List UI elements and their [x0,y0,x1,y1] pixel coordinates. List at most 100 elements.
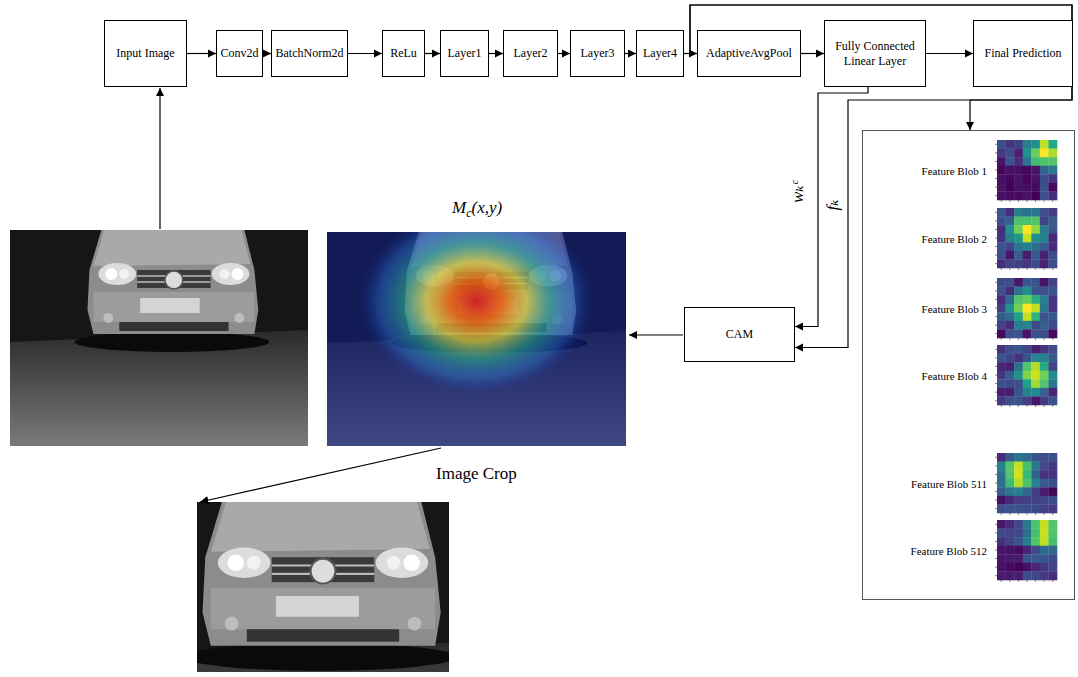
heatmap-cell [997,304,1006,313]
heatmap-ticks [995,457,997,508]
heatmap-cell [1006,388,1015,397]
heatmap-cell [997,571,1006,580]
heatmap-ticks [995,349,997,400]
heatmap-cell [1023,546,1032,555]
axis-tick [995,392,997,393]
box-label: Input Image [116,46,174,60]
heatmap-ticks [1001,268,1052,270]
heatmap-cell [1048,470,1057,479]
heatmap-cell [1031,157,1040,166]
heatmap-cell [1040,453,1049,462]
heatmap-cell [997,191,1006,200]
heatmap-grid [997,453,1057,513]
axis-tick [1001,268,1002,270]
axis-tick [995,349,997,350]
axis-tick [995,532,997,533]
heatmap-ticks [995,524,997,575]
axis-tick [995,483,997,484]
process-box: Layer2 [503,30,558,77]
heatmap-cell [997,362,1006,371]
heatmap-cell [997,278,1006,287]
axis-tick [1018,338,1019,340]
connector-arrow [684,5,1072,348]
heatmap-cell [1048,462,1057,471]
box-label: Layer2 [514,46,548,60]
heatmap-cell [1023,312,1032,321]
heatmap-cell [1031,388,1040,397]
heatmap-cell [1014,529,1023,538]
axis-tick [995,290,997,291]
process-box: ReLu [382,30,425,77]
heatmap-cell [1014,504,1023,513]
axis-tick [995,263,997,264]
heatmap-cell [1040,251,1049,260]
heatmap-cell [1031,379,1040,388]
heatmap-cell [1048,251,1057,260]
axis-tick [1052,513,1053,515]
heatmap-cell [1023,149,1032,158]
axis-tick [995,187,997,188]
heatmap-cell [1031,287,1040,296]
heatmap-cell [1014,157,1023,166]
axis-tick [995,457,997,458]
axis-tick [995,575,997,576]
axis-tick [1027,405,1028,407]
axis-tick [1035,200,1036,202]
heatmap-cell [1023,520,1032,529]
axis-tick [1001,580,1002,582]
connector-arrow [187,53,216,54]
heatmap-cell [1031,304,1040,313]
heatmap-cell [997,563,1006,572]
heatmap-cell [997,242,1006,251]
axis-tick [1009,338,1010,340]
heatmap-cell [1006,278,1015,287]
heatmap-cell [1014,295,1023,304]
box-label: ReLu [390,46,417,60]
heatmap-cell [1023,470,1032,479]
text-label: c [466,206,471,220]
axis-tick [995,500,997,501]
process-box: Final Prediction [973,20,1073,87]
heatmap-cell [1048,563,1057,572]
heatmap-cell [1040,563,1049,572]
car-photo [95,502,510,677]
heatmap-glow [357,207,596,395]
axis-tick [995,316,997,317]
heatmap-cell [1040,287,1049,296]
heatmap-cell [1031,278,1040,287]
heatmap-cell [1014,371,1023,380]
input-photo [10,230,308,446]
heatmap-cell [1006,362,1015,371]
heatmap-cell [1048,312,1057,321]
heatmap-cell [1040,225,1049,234]
heatmap-cell [1006,183,1015,192]
heatmap-cell [1031,462,1040,471]
heatmap-cell [1006,225,1015,234]
heatmap-cell [1040,354,1049,363]
heatmap-cell [1014,546,1023,555]
axis-tick [1009,405,1010,407]
heatmap-cell [1006,140,1015,149]
heatmap-cell [1048,174,1057,183]
heatmap-cell [1023,225,1032,234]
heatmap-cell [1014,396,1023,405]
heatmap-cell [1014,251,1023,260]
heatmap-cell [997,166,1006,175]
heatmap-cell [1014,191,1023,200]
heatmap-cell [997,354,1006,363]
heatmap-cell [1006,149,1015,158]
box-label: CAM [726,327,753,341]
axis-tick [1035,268,1036,270]
heatmap-cell [1040,554,1049,563]
heatmap-cell [997,379,1006,388]
axis-tick [995,508,997,509]
heatmap-cell [1048,354,1057,363]
heatmap-cell [1048,287,1057,296]
heatmap-cell [1031,140,1040,149]
heatmap-ticks [995,144,997,195]
axis-tick [995,567,997,568]
heatmap-cell [1040,183,1049,192]
box-label: Final Prediction [985,46,1062,60]
axis-tick [995,170,997,171]
